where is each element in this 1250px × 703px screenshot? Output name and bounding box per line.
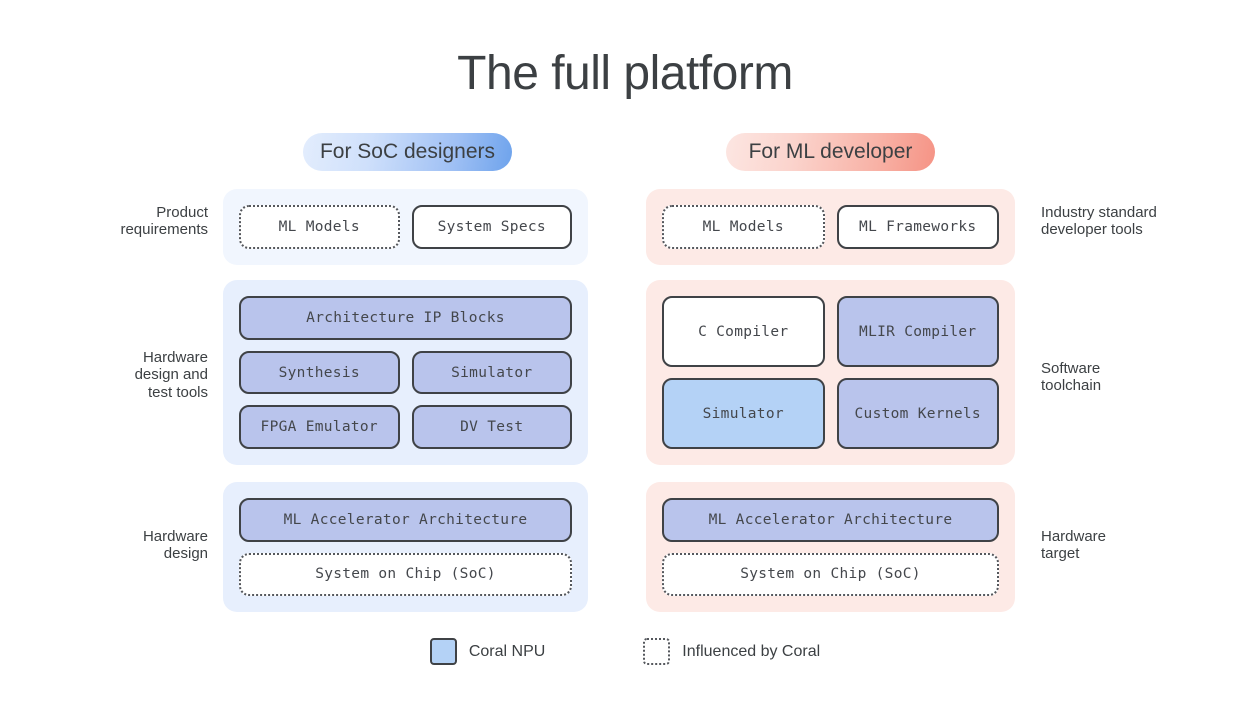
legend-label-coral-npu: Coral NPU <box>468 642 546 660</box>
legend-item-coral-npu: Coral NPU <box>429 638 546 665</box>
panel-row: System on Chip (SoC) <box>662 552 999 596</box>
panel-row: C Compiler MLIR Compiler <box>662 296 999 367</box>
box-mlir-compiler[interactable]: MLIR Compiler <box>836 296 999 367</box>
box-system-on-chip[interactable]: System on Chip (SoC) <box>239 552 572 596</box>
page-title: The full platform <box>457 47 793 100</box>
panel-soc-hardware-design: ML Accelerator Architecture System on Ch… <box>223 482 588 612</box>
row-label-hardware-design-and-test-tools: Hardware design and test tools <box>134 349 208 401</box>
panel-row: ML Accelerator Architecture <box>662 498 999 542</box>
panel-ml-software-toolchain: C Compiler MLIR Compiler Simulator Custo… <box>646 280 1015 465</box>
panel-row: Architecture IP Blocks <box>239 296 572 340</box>
box-ml-models[interactable]: ML Models <box>662 205 825 249</box>
panel-row: FPGA Emulator DV Test <box>239 405 572 450</box>
box-ml-accelerator-architecture[interactable]: ML Accelerator Architecture <box>662 498 999 542</box>
audience-pill-ml-label: For ML developer <box>748 140 913 163</box>
box-ml-models[interactable]: ML Models <box>239 205 400 249</box>
audience-pill-ml-developer[interactable]: For ML developer <box>726 133 935 171</box>
box-ml-frameworks[interactable]: ML Frameworks <box>836 205 999 249</box>
panel-row: ML Models ML Frameworks <box>662 205 999 249</box>
box-synthesis[interactable]: Synthesis <box>239 350 400 395</box>
row-label-industry-standard-developer-tools: Industry standard developer tools <box>1041 204 1157 239</box>
box-architecture-ip-blocks[interactable]: Architecture IP Blocks <box>239 296 572 340</box>
row-label-hardware-design: Hardware design <box>142 528 208 563</box>
box-ml-accelerator-architecture[interactable]: ML Accelerator Architecture <box>239 498 572 542</box>
panel-ml-hardware-target: ML Accelerator Architecture System on Ch… <box>646 482 1015 612</box>
panel-soc-product-requirements: ML Models System Specs <box>223 189 588 265</box>
box-simulator[interactable]: Simulator <box>411 350 572 395</box>
legend-item-influenced-by-coral: Influenced by Coral <box>643 638 820 665</box>
legend: Coral NPU Influenced by Coral <box>0 638 1250 665</box>
audience-pill-soc-label: For SoC designers <box>319 140 496 163</box>
panel-row: System on Chip (SoC) <box>239 552 572 596</box>
legend-label-influenced-by-coral: Influenced by Coral <box>682 642 821 660</box>
row-label-product-requirements: Product requirements <box>120 204 208 239</box>
legend-swatch-npu-icon <box>429 638 457 665</box>
box-dv-test[interactable]: DV Test <box>411 405 572 450</box>
panel-ml-industry-standard-developer-tools: ML Models ML Frameworks <box>646 189 1015 265</box>
panel-row: Simulator Custom Kernels <box>662 378 999 449</box>
panel-row: ML Accelerator Architecture <box>239 498 572 542</box>
box-fpga-emulator[interactable]: FPGA Emulator <box>239 405 400 450</box>
box-simulator[interactable]: Simulator <box>662 378 825 449</box>
panel-soc-hardware-design-and-test-tools: Architecture IP Blocks Synthesis Simulat… <box>223 280 588 465</box>
box-custom-kernels[interactable]: Custom Kernels <box>836 378 999 449</box>
row-label-software-toolchain: Software toolchain <box>1041 360 1102 395</box>
audience-pill-soc-designers[interactable]: For SoC designers <box>303 133 512 171</box>
box-system-on-chip[interactable]: System on Chip (SoC) <box>662 552 999 596</box>
box-c-compiler[interactable]: C Compiler <box>662 296 825 367</box>
panel-row: Synthesis Simulator <box>239 350 572 395</box>
box-system-specs[interactable]: System Specs <box>411 205 572 249</box>
panel-row: ML Models System Specs <box>239 205 572 249</box>
row-label-hardware-target: Hardware target <box>1041 528 1107 563</box>
legend-swatch-dotted-icon <box>643 638 671 665</box>
